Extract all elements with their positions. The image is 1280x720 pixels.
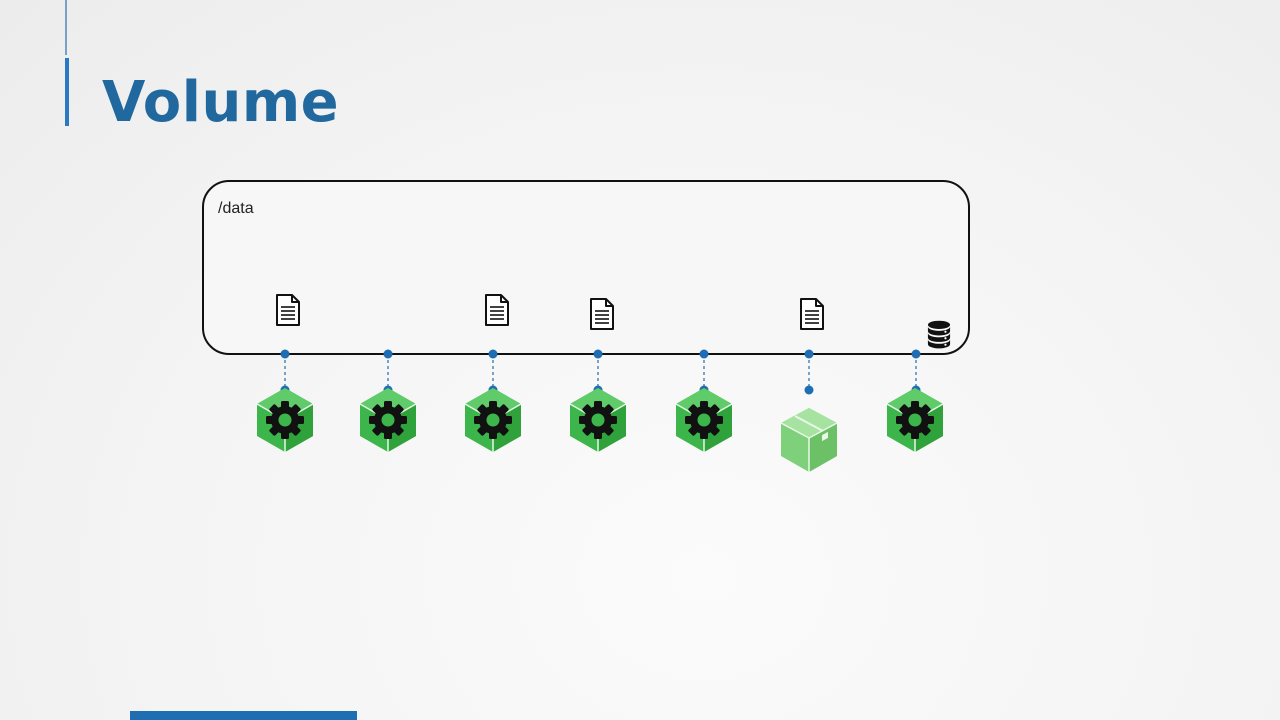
document-icon bbox=[590, 298, 614, 330]
document-icon bbox=[485, 294, 509, 326]
volume-path-label: /data bbox=[218, 200, 254, 217]
accent-line-top bbox=[65, 0, 67, 55]
pod-gear-cube-icon bbox=[570, 388, 626, 452]
pod-gear-cube-icon bbox=[887, 388, 943, 452]
document-icon bbox=[800, 298, 824, 330]
footer-accent-bar bbox=[130, 711, 357, 720]
package-box-icon bbox=[780, 407, 838, 473]
document-icon bbox=[276, 294, 300, 326]
pod-gear-cube-icon bbox=[676, 388, 732, 452]
pod-gear-cube-icon bbox=[360, 388, 416, 452]
connector-dots bbox=[280, 349, 921, 395]
pod-gear-cube-icon bbox=[465, 388, 521, 452]
title-accent-bar bbox=[65, 58, 69, 126]
volume-container bbox=[202, 180, 970, 355]
pod-gear-cube-icon bbox=[257, 388, 313, 452]
connector-lines bbox=[284, 354, 917, 390]
slide-title: Volume bbox=[102, 70, 340, 135]
